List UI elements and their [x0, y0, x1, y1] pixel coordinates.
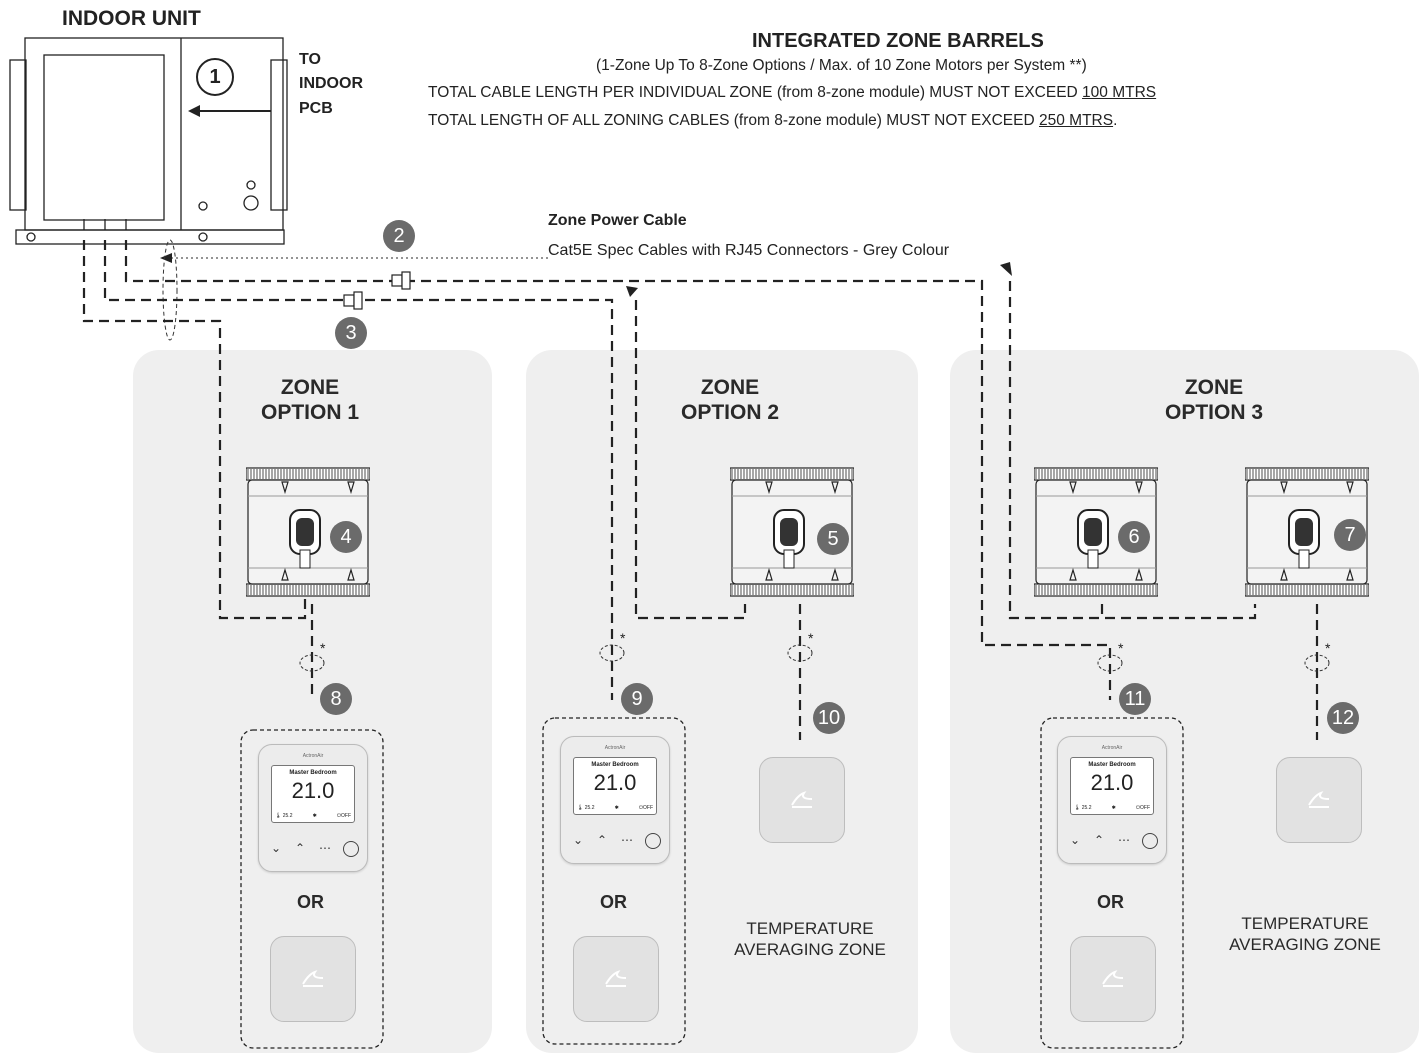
asterisk: *	[808, 630, 814, 646]
indoor-unit-drawing	[9, 37, 288, 245]
or-label: OR	[297, 892, 324, 912]
asterisk: *	[320, 640, 326, 656]
indoor-unit-title: INDOOR UNIT	[62, 7, 201, 30]
badge-4: 4	[330, 521, 362, 553]
rj45-connector-icon	[343, 271, 411, 310]
zone-damper-5	[730, 467, 854, 597]
or-label: OR	[600, 892, 627, 912]
badge-7: 7	[1334, 519, 1366, 551]
temperature-sensor	[573, 936, 659, 1022]
zone-damper-6	[1034, 467, 1158, 597]
to-pcb-line1: TO	[299, 51, 321, 68]
zone-option-3-panel	[950, 350, 1419, 1053]
power-icon	[343, 841, 359, 857]
cable-title: Zone Power Cable	[548, 212, 687, 229]
temperature-sensor	[1070, 936, 1156, 1022]
badge-9: 9	[621, 683, 653, 715]
zone-option-1-panel	[133, 350, 492, 1053]
temperature-sensor	[270, 936, 356, 1022]
badge-12: 12	[1327, 702, 1359, 734]
to-pcb-line2: INDOOR	[299, 75, 363, 92]
cable-spec: Cat5E Spec Cables with RJ45 Connectors -…	[548, 242, 950, 259]
asterisk: *	[1325, 640, 1331, 656]
badge-8: 8	[320, 683, 352, 715]
max-zone-length: 100 MTRS	[1082, 84, 1157, 101]
header-subtitle: (1-Zone Up To 8-Zone Options / Max. of 1…	[596, 57, 1087, 74]
to-pcb-line3: PCB	[299, 100, 333, 117]
badge-10: 10	[813, 702, 845, 734]
zone-option-2-panel	[526, 350, 918, 1053]
asterisk: *	[620, 630, 626, 646]
badge-3: 3	[335, 317, 367, 349]
header-line-1: TOTAL CABLE LENGTH PER INDIVIDUAL ZONE (…	[428, 84, 1157, 101]
power-icon	[1142, 833, 1158, 849]
header-title: INTEGRATED ZONE BARRELS	[752, 30, 1044, 52]
step-1-marker: 1	[196, 58, 234, 96]
badge-2: 2	[383, 220, 415, 252]
badge-5: 5	[817, 523, 849, 555]
zone-damper-7	[1245, 467, 1369, 597]
badge-6: 6	[1118, 521, 1150, 553]
asterisk: *	[1118, 640, 1124, 656]
badge-11: 11	[1119, 683, 1151, 715]
max-total-length: 250 MTRS	[1038, 112, 1114, 129]
or-label: OR	[1097, 892, 1124, 912]
temperature-sensor	[759, 757, 845, 843]
header-line-2: TOTAL LENGTH OF ALL ZONING CABLES (from …	[428, 112, 1118, 129]
zone-damper-4	[246, 467, 370, 597]
power-icon	[645, 833, 661, 849]
temperature-sensor	[1276, 757, 1362, 843]
